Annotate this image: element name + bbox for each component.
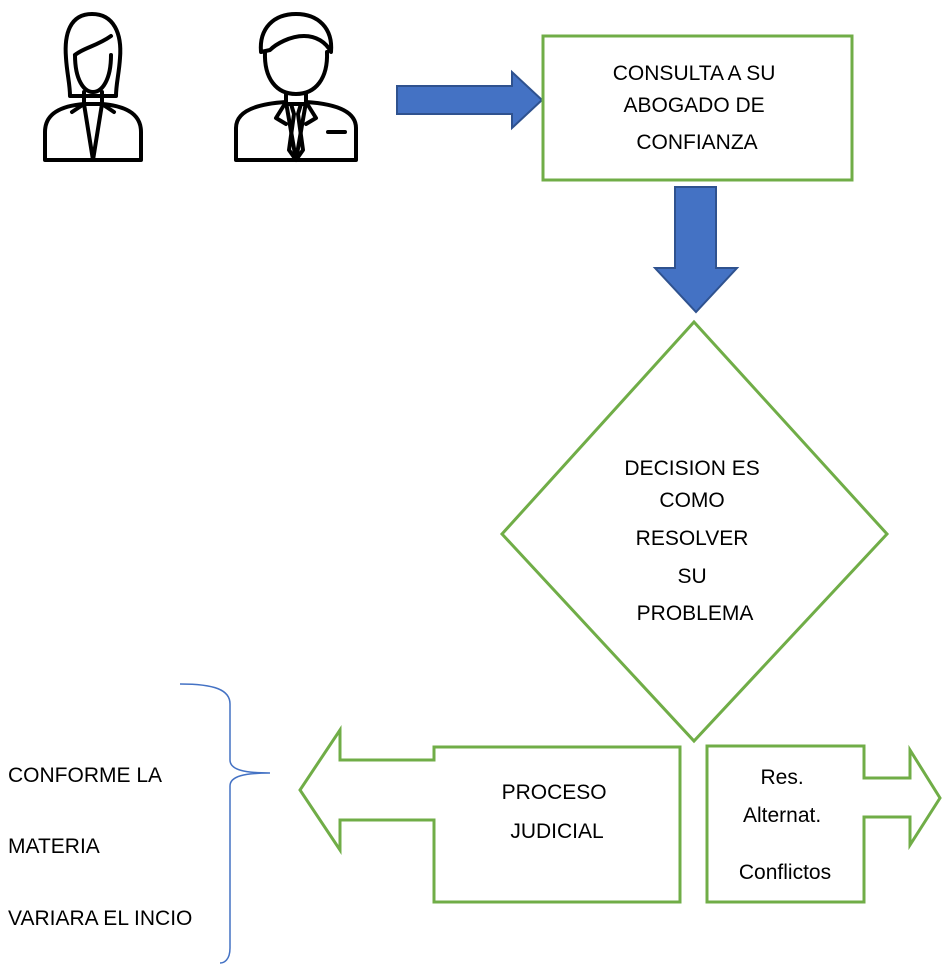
decision-line-3: RESOLVER bbox=[636, 527, 749, 550]
svg-text:PROCESO JUDICIAL: PROCESO JUDICIAL bbox=[502, 781, 613, 843]
svg-text:Res. Alternat. Conflic: Res. Alternat. Conflictos bbox=[739, 766, 831, 884]
consulta-box bbox=[541, 34, 854, 182]
nota-line-2: MATERIA bbox=[8, 835, 100, 858]
svg-text:CONSULTA A SU ABOGADO DE: CONSULTA A SU ABOGADO DE CONFIANZA bbox=[613, 62, 781, 154]
arrow-to-decision bbox=[652, 186, 740, 314]
proceso-judicial-arrow bbox=[298, 725, 682, 904]
blue-brace bbox=[179, 683, 271, 964]
decision-line-2: COMO bbox=[659, 489, 724, 512]
resolucion-alternativa-arrow bbox=[705, 744, 942, 904]
alternativa-line-2: Alternat. bbox=[743, 804, 821, 827]
consulta-line-2: ABOGADO DE bbox=[623, 94, 764, 117]
woman-person-icon bbox=[43, 12, 143, 162]
decision-line-4: SU bbox=[677, 565, 706, 588]
alternativa-line-1: Res. bbox=[760, 766, 803, 789]
nota-line-1: CONFORME LA bbox=[8, 764, 162, 787]
businessman-person-icon bbox=[234, 12, 358, 162]
nota-line-3: VARIARA EL INCIO bbox=[8, 907, 192, 930]
svg-text:DECISION ES COMO RESOL: DECISION ES COMO RESOLVER SU PROBLEMA bbox=[624, 457, 765, 625]
consulta-line-1: CONSULTA A SU bbox=[613, 62, 776, 85]
decision-diamond bbox=[499, 319, 890, 744]
proceso-line-1: PROCESO bbox=[502, 781, 607, 804]
decision-line-1: DECISION ES bbox=[624, 457, 759, 480]
svg-text:CONFORME LA MATERIA VA: CONFORME LA MATERIA VARIARA EL INCIO bbox=[8, 764, 192, 930]
proceso-line-2: JUDICIAL bbox=[510, 820, 603, 843]
decision-line-5: PROBLEMA bbox=[637, 602, 754, 625]
arrow-to-consulta bbox=[396, 69, 544, 131]
alternativa-line-3: Conflictos bbox=[739, 861, 831, 884]
consulta-line-3: CONFIANZA bbox=[636, 131, 757, 154]
